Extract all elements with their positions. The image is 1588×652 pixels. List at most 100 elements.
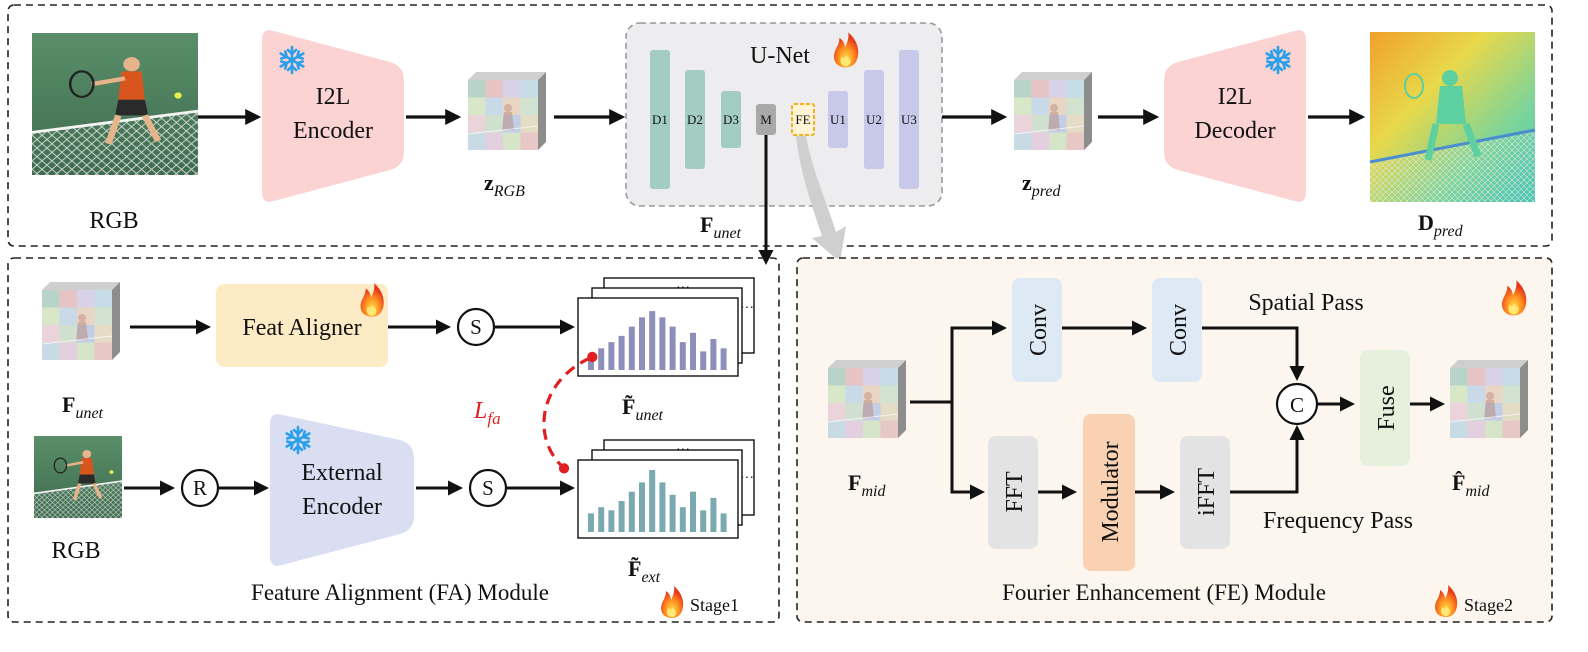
latent-z-rgb-label: zRGB	[484, 170, 525, 200]
unet-block-d3-shape	[721, 91, 741, 148]
unet-block-d1-shape	[650, 50, 670, 189]
fa-module-title: Feature Alignment (FA) Module	[251, 580, 549, 605]
external-encoder-line2: Encoder	[302, 494, 382, 520]
histogram-bar	[639, 482, 645, 532]
unet-block-u2-shape	[864, 70, 884, 169]
histogram-bar	[710, 497, 717, 532]
conv2-block	[1152, 278, 1202, 382]
histogram-bar	[588, 513, 594, 532]
concat-label: C	[1290, 393, 1304, 417]
histogram-bar	[679, 507, 686, 532]
conv2-label: Conv	[1166, 304, 1192, 356]
loss-arc	[542, 351, 598, 474]
unet-block-d1: D1	[652, 112, 668, 127]
modulator-label: Modulator	[1098, 441, 1124, 542]
histogram-bar	[700, 510, 707, 532]
fe-f-mid-cube	[827, 359, 907, 439]
unet-block-fe-shape	[791, 103, 815, 136]
fft-block	[988, 436, 1038, 549]
decoder-label-line2: Decoder	[1194, 118, 1275, 144]
hist-unet-stack: ··· ···	[577, 277, 755, 377]
fe-module-panel	[796, 257, 1553, 623]
unet-block-u3: U3	[901, 112, 917, 127]
histogram-bar	[628, 491, 635, 532]
arrow-conv2-to-c	[1202, 326, 1305, 381]
histogram-bar	[649, 311, 656, 370]
unet-feature-label: Funet	[700, 212, 742, 242]
hist-ext-stack: ··· ···	[577, 439, 755, 539]
histogram-bar	[669, 494, 676, 532]
flame-icon	[661, 586, 684, 618]
fe-frequency-branch	[950, 402, 985, 500]
fe-f-mid-hat-label: F̂mid	[1452, 470, 1490, 500]
frequency-pass-label: Frequency Pass	[1263, 508, 1413, 534]
unet-block-m-shape	[756, 104, 776, 135]
fa-stage-label: Stage1	[690, 595, 739, 615]
unet-block-d3: D3	[723, 112, 739, 127]
zoom-arrow-fe	[796, 136, 846, 262]
histogram-bar	[618, 335, 625, 370]
i2l-encoder-block	[262, 30, 404, 202]
histogram-bar	[659, 482, 666, 532]
r-node-label: R	[193, 476, 207, 500]
unet-block-m: M	[760, 112, 772, 127]
unet-block-d2: D2	[687, 112, 703, 127]
external-encoder-block	[270, 414, 414, 566]
i2l-decoder-block	[1164, 30, 1306, 202]
s-node-bottom-label: S	[482, 476, 494, 500]
ifft-label: iFFT	[1194, 468, 1220, 516]
histogram-bar	[608, 342, 615, 370]
histogram-bar	[679, 342, 686, 370]
fe-f-mid-label: Fmid	[848, 470, 886, 500]
fa-rgb-image	[32, 434, 124, 520]
fa-rgb-label: RGB	[51, 538, 100, 564]
feat-aligner-label: Feat Aligner	[242, 315, 361, 341]
fuse-block	[1360, 350, 1410, 466]
unet-block-fe: FE	[795, 112, 810, 127]
fa-f-ext-tilde-label: F̃ext	[628, 556, 661, 586]
histogram-bar	[720, 348, 727, 370]
depth-output-label: Dpred	[1418, 210, 1464, 240]
histogram-bar	[690, 332, 696, 370]
top-pipeline-panel	[7, 4, 1553, 247]
histogram-bar	[618, 501, 625, 532]
histogram-bar	[720, 513, 727, 532]
unet-block-u1-shape	[828, 91, 848, 148]
unet-title: U-Net	[750, 43, 810, 69]
external-encoder-line1: External	[301, 460, 383, 486]
latent-z-rgb-cube	[467, 71, 547, 151]
feat-aligner-block	[216, 284, 388, 367]
fuse-label: Fuse	[1374, 385, 1400, 430]
histogram-bar	[598, 348, 605, 370]
histogram-bar	[608, 510, 615, 532]
latent-z-pred-cube	[1013, 71, 1093, 151]
fe-f-mid-hat-cube	[1449, 359, 1529, 439]
encoder-label-line2: Encoder	[293, 118, 373, 144]
unet-block-u1: U1	[830, 112, 846, 127]
rgb-input-image	[32, 33, 198, 175]
fe-spatial-branch	[950, 320, 1007, 402]
unet-block-u3-shape	[899, 50, 919, 189]
histogram-bar	[598, 507, 605, 532]
modulator-block	[1083, 414, 1135, 571]
hist-ext-ellipsis: ···	[676, 443, 690, 458]
hist-unet-ellipsis: ···	[676, 281, 690, 296]
encoder-label-line1: I2L	[316, 84, 351, 110]
decoder-label-line1: I2L	[1218, 84, 1253, 110]
fft-label: FFT	[1002, 471, 1028, 513]
histogram-bar	[710, 339, 717, 370]
histogram-bar	[690, 491, 696, 532]
hist-unet-ellipsis-2: ···	[740, 301, 754, 316]
hist-unet-bars	[588, 311, 727, 370]
histogram-bar	[639, 317, 645, 370]
conv1-label: Conv	[1026, 304, 1052, 356]
histogram-bar	[628, 326, 635, 370]
histogram-bar	[700, 351, 707, 370]
conv1-block	[1012, 278, 1062, 382]
s-node-top-label: S	[470, 315, 482, 339]
spatial-pass-label: Spatial Pass	[1248, 290, 1363, 316]
fa-f-unet-cube	[41, 281, 121, 361]
rgb-input-label: RGB	[89, 208, 138, 234]
arrow-ifft-to-c	[1230, 425, 1305, 494]
